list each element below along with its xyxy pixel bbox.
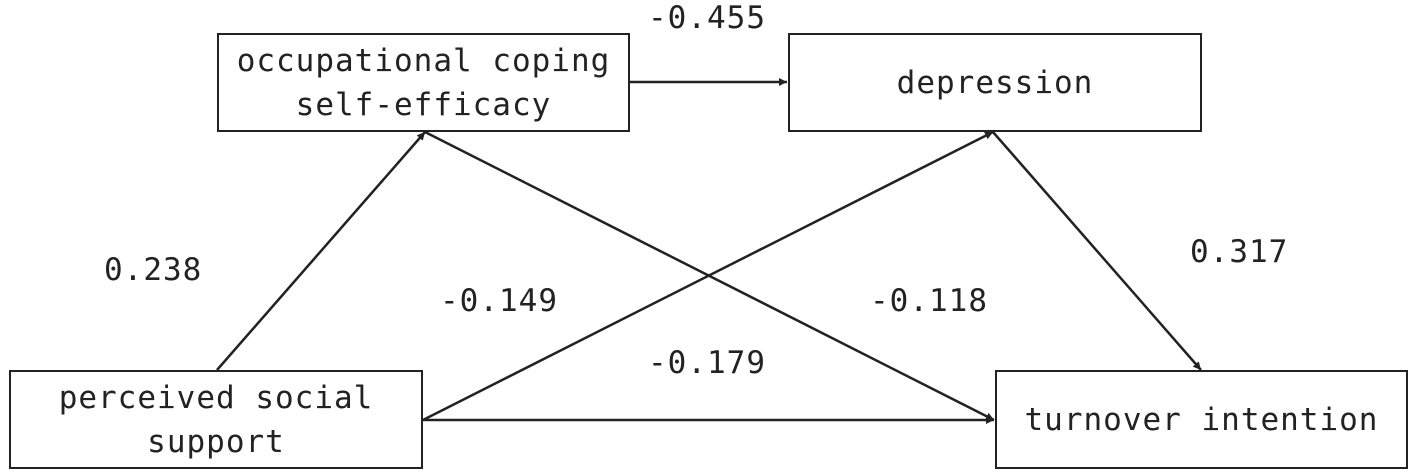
- coef-ocse-to-depression: -0.455: [648, 0, 766, 36]
- coef-pss-to-ocse: 0.238: [104, 252, 203, 288]
- node-pss-line2: support: [147, 423, 285, 460]
- arrow-ocse-to-turnover: [424, 130, 995, 422]
- arrow-depression-to-turnover: [992, 131, 1202, 371]
- coef-ocse-to-turnover: -0.118: [870, 283, 988, 319]
- coef-depression-to-turnover: 0.317: [1190, 234, 1289, 270]
- node-turnover-label: turnover intention: [1024, 401, 1379, 438]
- node-depression: depression: [788, 33, 1202, 132]
- arrow-pss-to-ocse: [216, 131, 426, 371]
- node-depression-label: depression: [896, 64, 1094, 101]
- node-occupational-coping-self-efficacy: occupational coping self-efficacy: [217, 33, 630, 132]
- node-turnover-intention: turnover intention: [995, 370, 1408, 469]
- node-pss-line1: perceived social: [58, 379, 374, 416]
- coef-pss-to-depression: -0.149: [440, 283, 558, 319]
- coef-pss-to-turnover: -0.179: [648, 345, 766, 381]
- node-ocse-line1: occupational coping: [236, 42, 611, 79]
- node-ocse-line2: self-efficacy: [295, 86, 552, 123]
- node-perceived-social-support: perceived social support: [9, 370, 423, 469]
